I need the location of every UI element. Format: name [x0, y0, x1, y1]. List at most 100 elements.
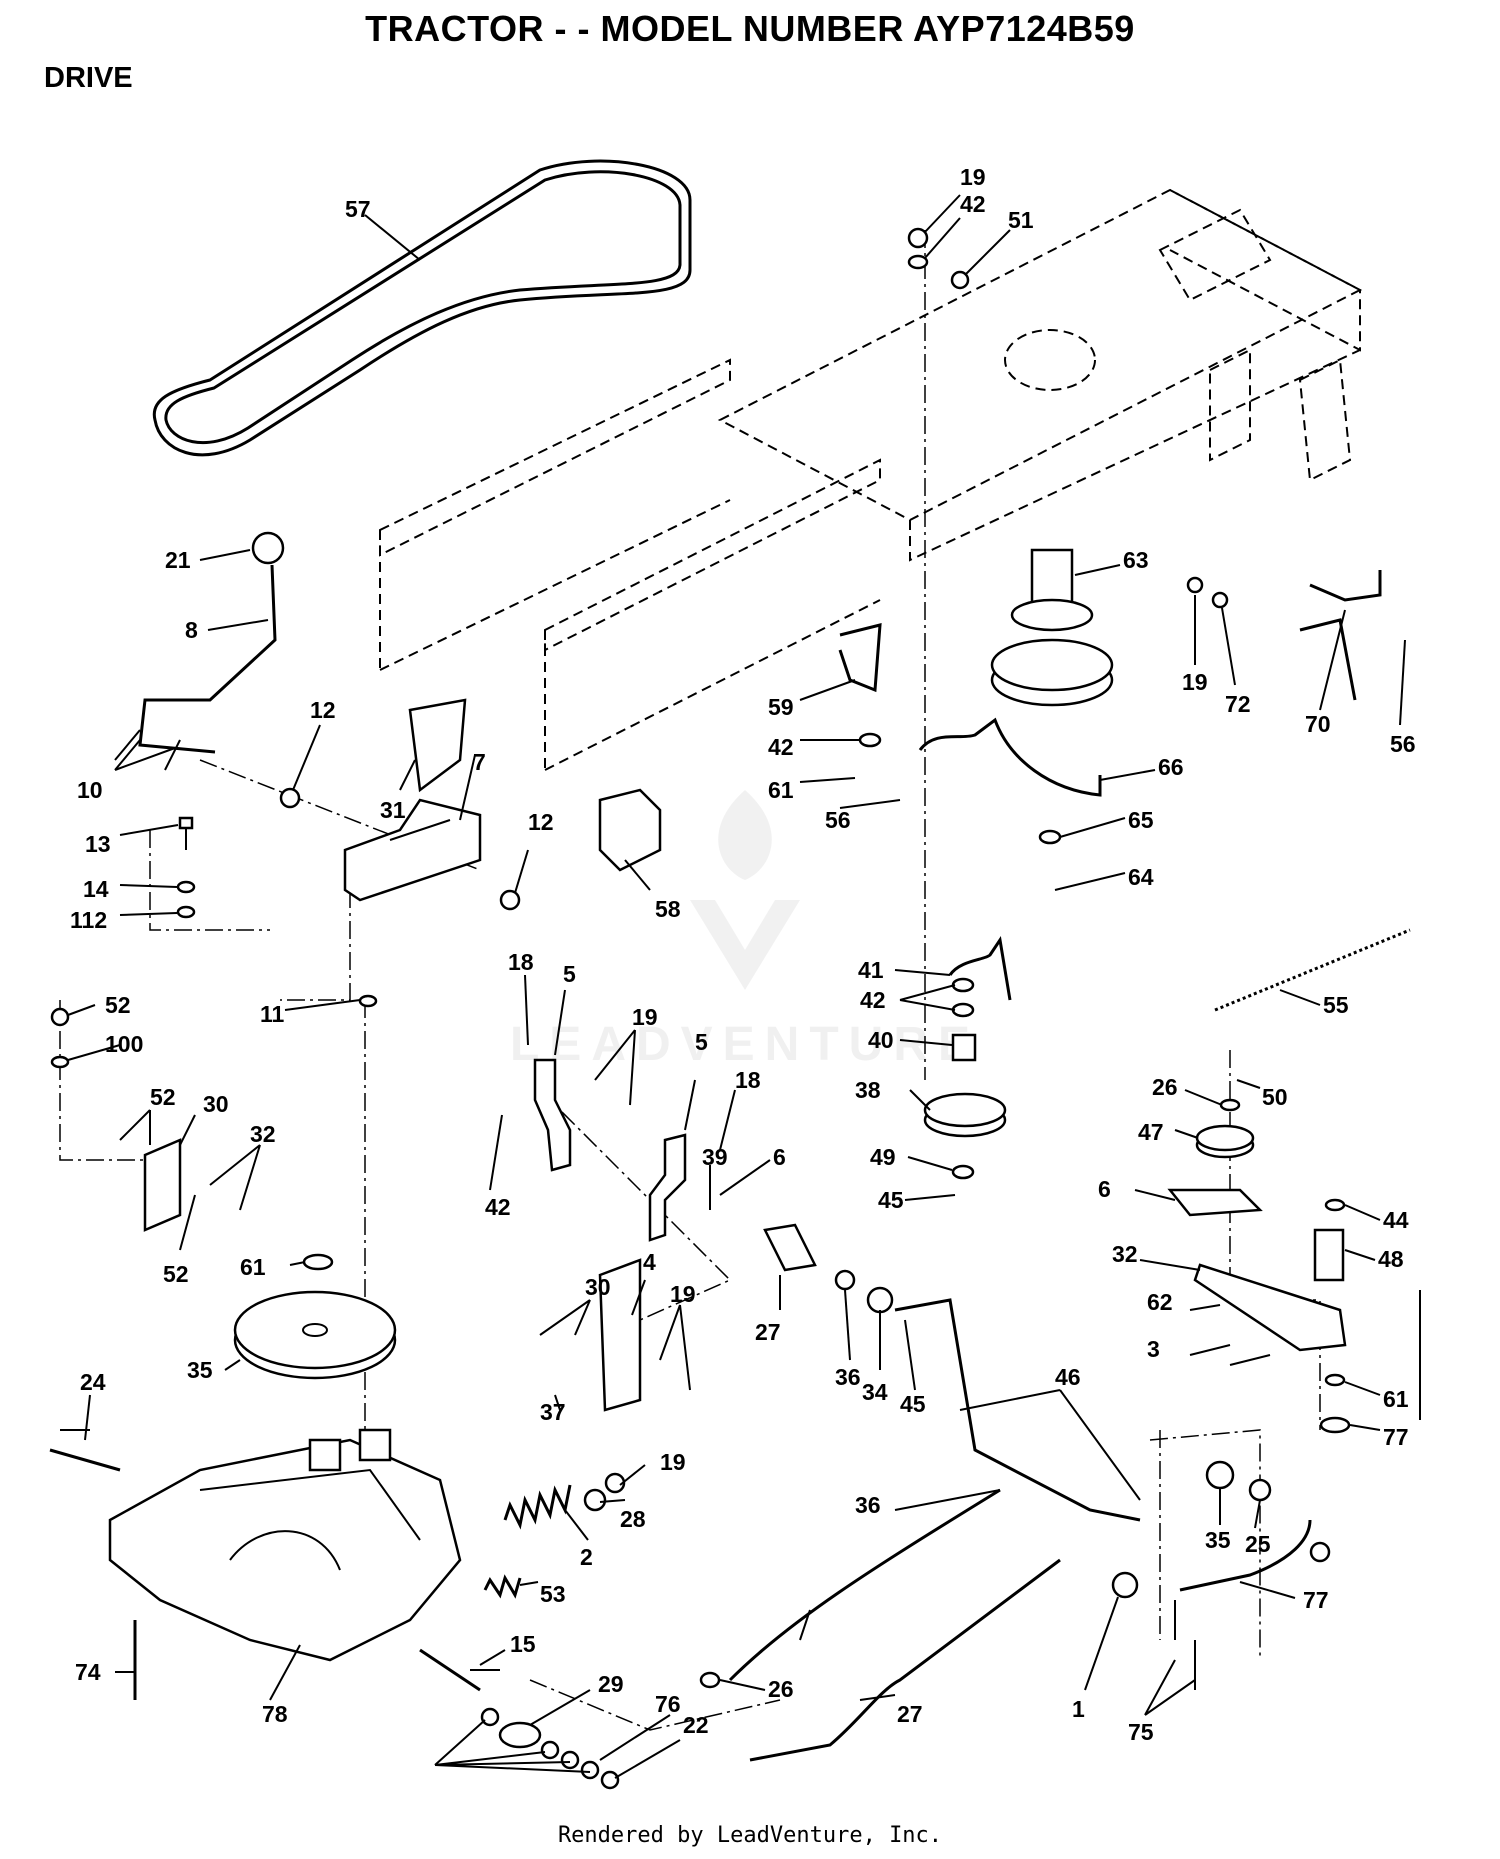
- callout-label: 12: [310, 697, 336, 723]
- callout-label: 61: [240, 1254, 266, 1280]
- callout-label: 59: [768, 694, 794, 720]
- callout-label: 18: [735, 1067, 761, 1093]
- callout-label: 4: [643, 1249, 656, 1275]
- bracket-49: [1167, 1188, 1263, 1217]
- callout-label: 3: [1147, 1336, 1160, 1362]
- pulley-38: [923, 1092, 1007, 1138]
- callout-label: 21: [165, 547, 191, 573]
- callout-label: 77: [1383, 1424, 1409, 1450]
- callout-label: 26: [1152, 1074, 1178, 1100]
- callout-label: 6: [1098, 1176, 1111, 1202]
- callout-label: 32: [250, 1121, 276, 1147]
- callout-label: 70: [1305, 711, 1331, 737]
- spacer-44: [1313, 1228, 1345, 1282]
- callout-label: 34: [862, 1379, 888, 1405]
- callout-label: 65: [1128, 807, 1154, 833]
- callout-label: 42: [960, 191, 986, 217]
- callout-label: 40: [868, 1027, 894, 1053]
- callout-label: 10: [77, 777, 103, 803]
- callout-label: 11: [260, 1001, 285, 1027]
- rod-22: [749, 1558, 1061, 1762]
- rod-66: [918, 717, 1102, 797]
- callout-label: 45: [878, 1187, 904, 1213]
- bracket-5b: [648, 1133, 687, 1242]
- drive-belt: [152, 159, 692, 457]
- bracket-58: [598, 788, 662, 872]
- callout-label: 77: [1303, 1587, 1329, 1613]
- panel-31: [408, 698, 467, 793]
- callout-label: 1: [1072, 1696, 1085, 1722]
- leader-lines: [67, 194, 1406, 1779]
- pulley-3: [233, 1290, 397, 1380]
- washer-12a: [279, 787, 301, 809]
- callout-label: 112: [70, 907, 107, 933]
- callout-label: 12: [528, 809, 554, 835]
- pulley-47: [1195, 1124, 1255, 1159]
- callout-label: 36: [855, 1492, 881, 1518]
- callout-label: 47: [1138, 1119, 1164, 1145]
- callout-label: 27: [897, 1701, 923, 1727]
- callout-label: 62: [1147, 1289, 1173, 1315]
- arm-48: [1193, 1263, 1347, 1352]
- callout-label: 18: [508, 949, 534, 975]
- callout-label: 14: [83, 876, 109, 902]
- rod-34: [894, 1298, 1141, 1522]
- rod-28: [728, 1488, 1001, 1682]
- callout-label: 72: [1225, 691, 1251, 717]
- callout-label: 66: [1158, 754, 1184, 780]
- callout-label: 5: [563, 961, 576, 987]
- callout-label: 30: [203, 1091, 229, 1117]
- spring-25: [503, 1484, 572, 1530]
- callout-label: 6: [773, 1144, 786, 1170]
- callout-label: 56: [825, 807, 851, 833]
- callout-label: 31: [380, 797, 406, 823]
- callout-label: 19: [632, 1004, 658, 1030]
- callout-label: 76: [655, 1691, 681, 1717]
- callout-label: 63: [1123, 547, 1149, 573]
- bracket-30b: [598, 1258, 642, 1412]
- callout-label: 27: [755, 1319, 781, 1345]
- callout-label: 56: [1390, 731, 1416, 757]
- rod-53: [1179, 1519, 1312, 1592]
- callout-label: 42: [768, 734, 794, 760]
- callout-label: 75: [1128, 1719, 1154, 1745]
- spring-55: [1214, 928, 1411, 1012]
- callout-label: 42: [860, 987, 886, 1013]
- transaxle: [49, 1428, 481, 1692]
- callout-label: 22: [683, 1712, 709, 1738]
- callout-label: 37: [540, 1399, 566, 1425]
- callout-label: 36: [835, 1364, 861, 1390]
- washer-12b: [499, 889, 521, 911]
- callout-label: 24: [80, 1369, 106, 1395]
- callout-label: 32: [1112, 1241, 1138, 1267]
- page-title: TRACTOR - - MODEL NUMBER AYP7124B59: [365, 8, 1135, 49]
- callout-label: 19: [660, 1449, 686, 1475]
- footer-credit: Rendered by LeadVenture, Inc.: [557, 1823, 943, 1848]
- callout-label: 25: [1245, 1531, 1271, 1557]
- callout-label: 44: [1383, 1207, 1409, 1233]
- bracket-5a: [533, 1058, 572, 1172]
- callout-label: 29: [598, 1671, 624, 1697]
- callout-label: 30: [585, 1274, 611, 1300]
- callout-label: 49: [870, 1144, 896, 1170]
- small-hardware: [50, 227, 1421, 1790]
- callout-label: 51: [1008, 207, 1034, 233]
- ring-4: [302, 1253, 334, 1271]
- callout-label: 52: [105, 992, 131, 1018]
- callout-label: 19: [670, 1281, 696, 1307]
- callout-label: 38: [855, 1077, 881, 1103]
- callout-label: 28: [620, 1506, 646, 1532]
- callout-label: 5: [695, 1029, 708, 1055]
- callout-label: 78: [262, 1701, 288, 1727]
- callout-label: 42: [485, 1194, 511, 1220]
- callout-label: 100: [105, 1031, 143, 1057]
- callout-label: 39: [702, 1144, 728, 1170]
- callout-label: 64: [1128, 864, 1154, 890]
- watermark-text: LEADVENTURE: [510, 1018, 980, 1071]
- callouts: 19 42 51 57 63 21 8 19 72 70 56 59 12 7 …: [70, 164, 1416, 1745]
- callout-label: 57: [345, 196, 371, 222]
- section-title: DRIVE: [44, 62, 133, 94]
- callout-label: 19: [1182, 669, 1208, 695]
- callout-label: 74: [75, 1659, 101, 1685]
